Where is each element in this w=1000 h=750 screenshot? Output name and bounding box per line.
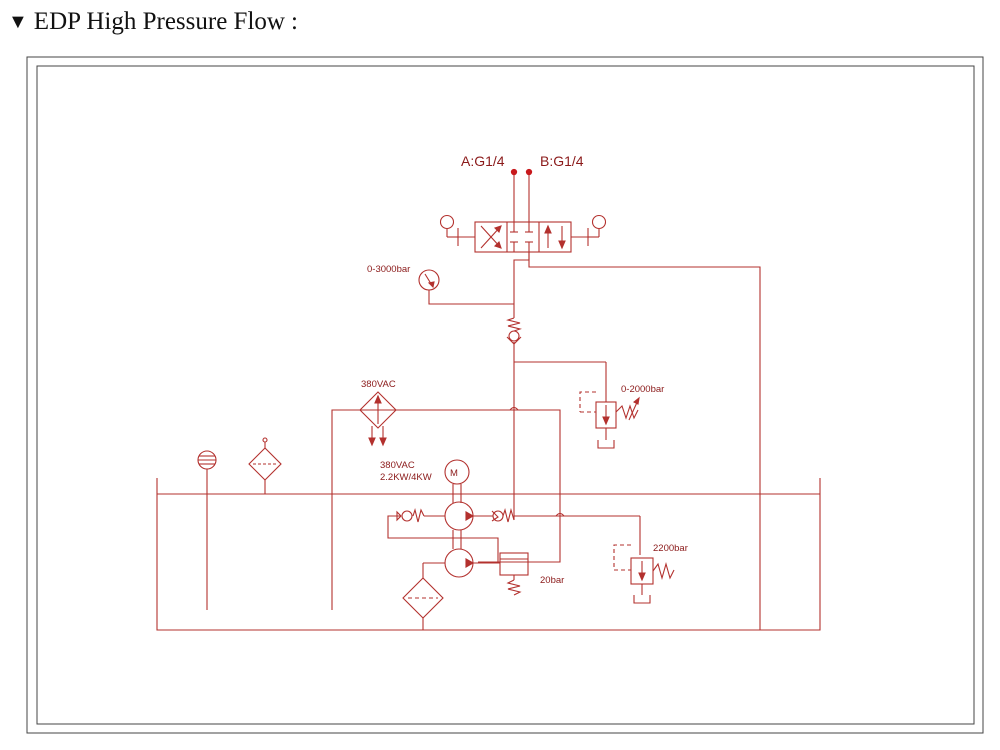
- cooler-icon: [331, 391, 561, 610]
- line-crossings: [509, 406, 565, 517]
- motor-symbol: M: [450, 468, 458, 479]
- directional-valve-icon: [439, 214, 607, 253]
- pump-icon: [422, 548, 500, 578]
- drawing-frame: [26, 56, 984, 734]
- motor-icon: [444, 459, 470, 503]
- relief-upper-label: 0-2000bar: [621, 384, 664, 395]
- return-line: [528, 252, 761, 630]
- page-header: ▼ EDP High Pressure Flow :: [8, 6, 298, 38]
- motor-power-label: 2.2KW/4KW: [380, 472, 432, 483]
- port-b-line: [525, 168, 533, 222]
- relief-lower-label: 2200bar: [653, 543, 688, 554]
- check-valve-icon: [491, 507, 641, 555]
- port-a-label: A:G1/4: [461, 153, 505, 169]
- breather-filter-icon: [248, 437, 282, 494]
- triangle-down-icon: ▼: [8, 11, 28, 33]
- check-valve-icon: [506, 317, 522, 345]
- pump-icon: [424, 501, 493, 549]
- page-title: EDP High Pressure Flow: [33, 8, 285, 35]
- relief-valve-icon: [613, 544, 675, 604]
- title-colon: :: [290, 8, 298, 35]
- port-b-label: B:G1/4: [540, 153, 584, 169]
- port-a-line: [510, 168, 518, 222]
- pressure-gauge-icon: [418, 269, 514, 305]
- check-valve-icon: [387, 508, 499, 562]
- level-gauge-icon: [197, 450, 217, 610]
- tank-outline: [156, 478, 821, 631]
- filter-icon: [402, 577, 444, 630]
- motor-voltage-label: 380VAC: [380, 460, 415, 471]
- relief-valve-icon: [499, 552, 529, 596]
- cooler-power-label: 380VAC: [361, 379, 396, 390]
- gauge-range-label: 0-3000bar: [367, 264, 410, 275]
- low-pressure-relief-label: 20bar: [540, 575, 564, 586]
- relief-valve-icon: [579, 391, 640, 449]
